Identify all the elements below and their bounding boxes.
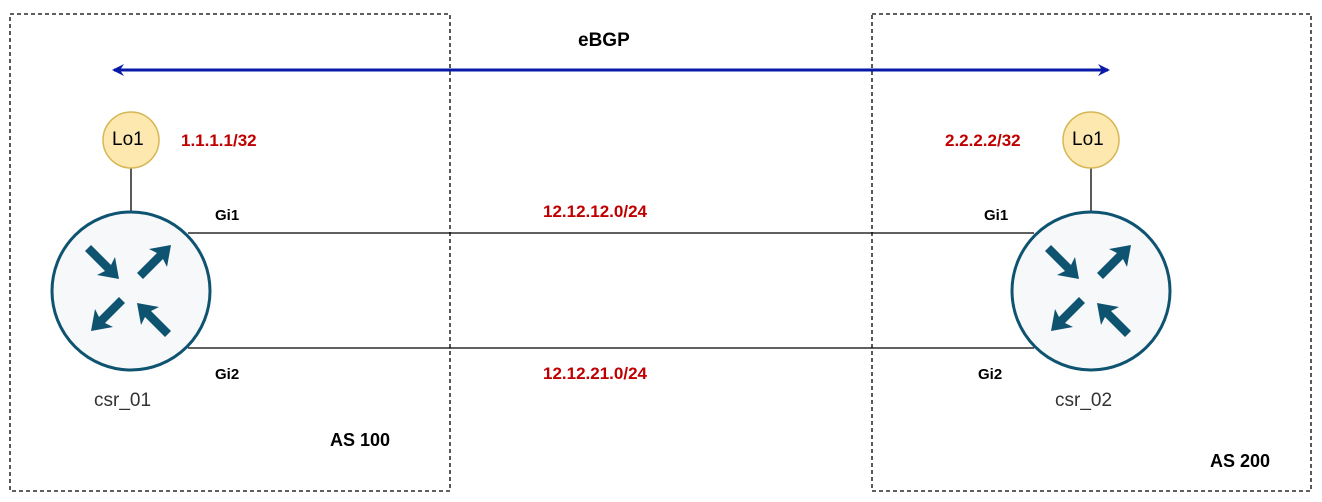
loopback-label-right: Lo1 (1072, 129, 1104, 150)
router-hostname-left: csr_01 (94, 390, 152, 411)
loopback-label-left: Lo1 (112, 129, 144, 150)
loopback-address-right: 2.2.2.2/32 (945, 131, 1021, 150)
loopback-circle-right (1062, 111, 1120, 169)
interface-gi2-right: Gi2 (978, 366, 1003, 383)
as-100-label: AS 100 (330, 430, 391, 450)
as-100-boundary (9, 13, 451, 492)
interface-gi2-left: Gi2 (215, 366, 240, 383)
as-200-label: AS 200 (1210, 451, 1271, 471)
router-icon (1010, 210, 1172, 372)
router-icon (50, 210, 212, 372)
loopback-address-left: 1.1.1.1/32 (181, 131, 257, 150)
subnet-link-2: 12.12.21.0/24 (543, 364, 647, 383)
ebgp-label: eBGP (578, 30, 630, 51)
subnet-link-1: 12.12.12.0/24 (543, 202, 647, 221)
router-hostname-right: csr_02 (1055, 390, 1113, 411)
loopback-circle-left (102, 111, 160, 169)
interface-gi1-right: Gi1 (984, 207, 1009, 224)
as-200-boundary (871, 13, 1312, 492)
interface-gi1-left: Gi1 (215, 207, 240, 224)
